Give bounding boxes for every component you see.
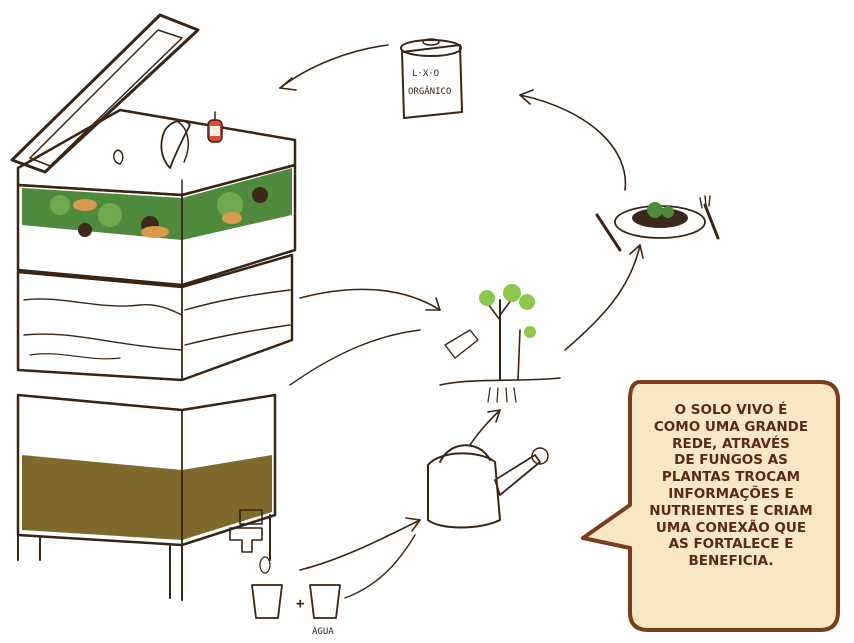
water-label: ÁGUA <box>312 625 334 637</box>
cycle-arrows <box>280 45 643 598</box>
speech-bubble-text: O SOLO VIVO É COMO UMA GRANDE REDE, ATRA… <box>636 402 826 570</box>
growing-plant <box>440 284 560 402</box>
banana-peel <box>161 121 190 168</box>
can-label-line2: ORGÂNICO <box>408 85 451 97</box>
bin-lid <box>12 15 198 172</box>
water-cup <box>310 585 340 618</box>
bin-tier-liquid <box>18 395 275 600</box>
eggshell <box>114 150 123 164</box>
apple-core <box>208 112 222 142</box>
liquid-cup <box>252 585 282 618</box>
plus-sign: + <box>296 596 304 612</box>
compost-bin <box>12 15 295 600</box>
plate-with-food <box>597 196 718 250</box>
watering-can <box>428 445 548 527</box>
can-label-line1: L·X·O <box>412 69 439 79</box>
organic-waste-can: L·X·O ORGÂNICO <box>401 39 462 118</box>
